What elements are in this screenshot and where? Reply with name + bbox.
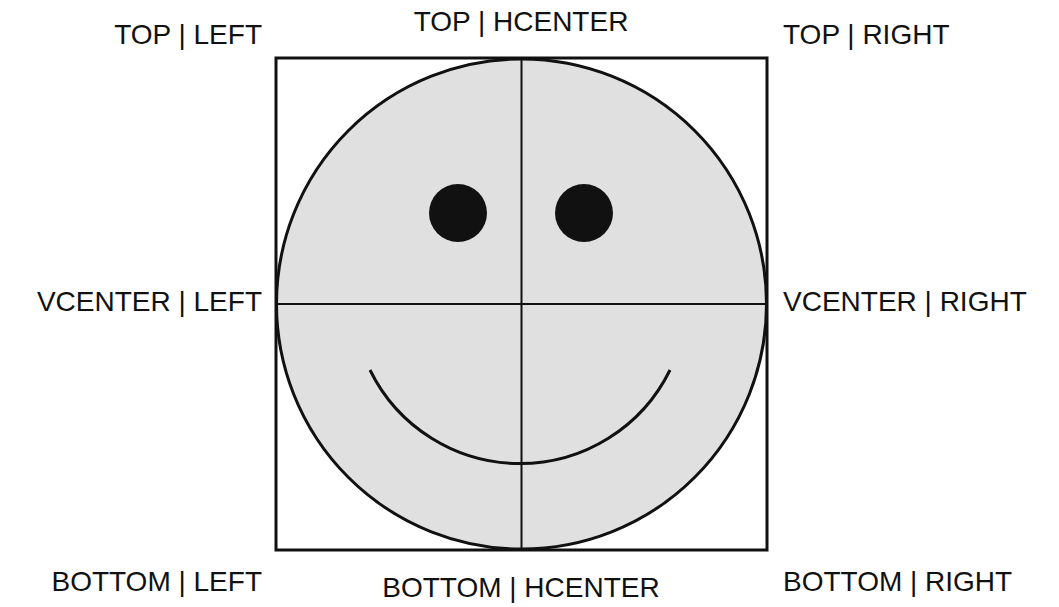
face-circle [277,59,767,549]
anchor-label: VCENTER | RIGHT [783,287,1027,318]
anchor-label: TOP | HCENTER [414,7,629,38]
anchor-label: BOTTOM | LEFT [51,567,262,598]
bounding-box [276,58,767,550]
left-eye [429,184,487,242]
anchor-label: BOTTOM | HCENTER [382,573,659,604]
smile-arc [370,370,670,464]
anchor-label: BOTTOM | RIGHT [783,567,1012,598]
anchor-label: TOP | RIGHT [783,20,949,51]
right-eye [555,184,613,242]
horizontal-center-line [276,303,767,305]
anchor-label: VCENTER | LEFT [37,287,262,318]
anchor-label: TOP | LEFT [114,20,262,51]
